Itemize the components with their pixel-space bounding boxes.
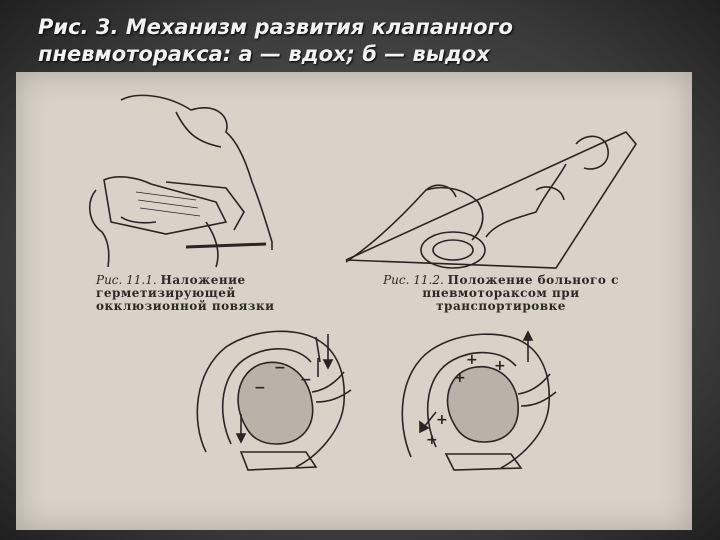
minus-sign: −: [300, 372, 312, 388]
plus-sign: +: [466, 352, 478, 368]
medical-illustration: − − − + + + + +: [89, 94, 637, 471]
exhale-arrows: [419, 330, 534, 434]
caption-text: Положение больного с пневмотораксом при …: [422, 273, 619, 313]
plus-sign: +: [454, 370, 466, 386]
inhale-arrows: [235, 334, 334, 444]
patient-transport-illustration: [345, 131, 637, 269]
figure-caption-transport: Рис. 11.2. Положение больного с пневмото…: [356, 274, 646, 313]
plus-sign: +: [494, 358, 506, 374]
bandage-illustration: [89, 94, 273, 268]
figure-caption-bandage: Рис. 11.1. Наложение герметизирующей окк…: [96, 274, 336, 313]
pressure-signs-inhale: − − −: [254, 360, 312, 396]
caption-text: Наложение герметизирующей окклюзионной п…: [96, 273, 275, 313]
lung-diagram-exhale: [401, 333, 557, 471]
plus-sign: +: [436, 412, 448, 428]
minus-sign: −: [274, 360, 286, 376]
minus-sign: −: [254, 380, 266, 396]
caption-number: Рис. 11.2.: [383, 273, 444, 287]
slide-title: Рис. 3. Механизм развития клапанного пне…: [38, 15, 513, 66]
lung-diagram-inhale: [196, 330, 352, 471]
scanned-book-page: − − − + + + + + Рис. 11.1. Наложение гер…: [16, 72, 692, 530]
plus-sign: +: [426, 432, 438, 448]
pressure-signs-exhale: + + + + +: [426, 352, 506, 448]
caption-number: Рис. 11.1.: [96, 273, 157, 287]
